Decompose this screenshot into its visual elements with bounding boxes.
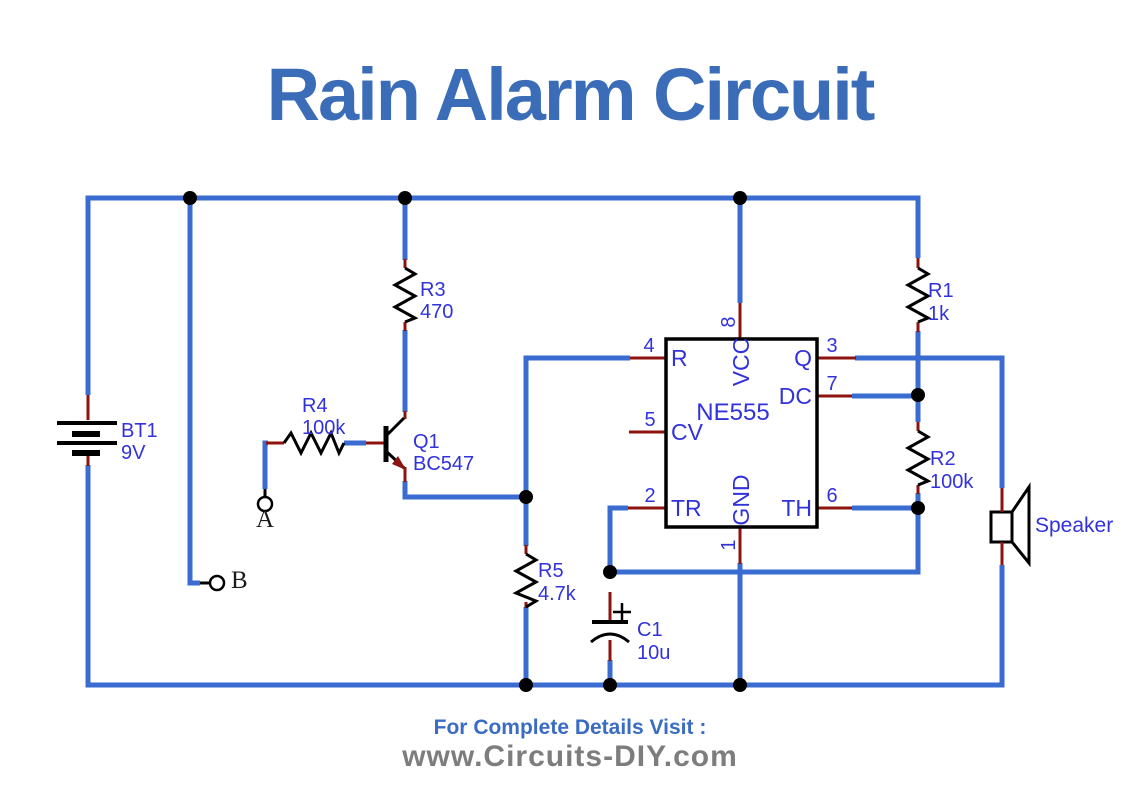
- page-title: Rain Alarm Circuit: [266, 53, 876, 136]
- wire-output-to-speaker: [855, 355, 1005, 488]
- c1-value-label: 10u: [637, 642, 670, 664]
- ic-pin-number-2: 2: [644, 485, 655, 507]
- ic-pin-number-3: 3: [826, 335, 837, 357]
- speaker-label: Speaker: [1035, 514, 1113, 537]
- wire-top-rail-and-sides: [85, 195, 921, 395]
- resistor-r2: [904, 429, 932, 487]
- q1-collector: [385, 416, 406, 437]
- battery-value-label: 9V: [121, 442, 146, 464]
- resistor-r4: [282, 429, 346, 457]
- r5-ref-label: R5: [538, 560, 564, 582]
- r4-value-label: 100k: [302, 417, 346, 439]
- wire-probe-b-branch: [187, 198, 200, 586]
- resistor-r1: [904, 266, 932, 324]
- ic-pin-label-tr: TR: [671, 495, 702, 521]
- probe-b: [200, 574, 226, 592]
- ic-pin-label-q: Q: [794, 345, 812, 371]
- ic-pin-number-8: 8: [718, 316, 740, 327]
- r2-value-label: 100k: [930, 471, 974, 493]
- ic-pin-label-r: R: [671, 345, 688, 371]
- ic-pin-number-7: 7: [826, 373, 837, 395]
- battery-ref-label: BT1: [121, 420, 158, 442]
- ic-pin-number-5: 5: [644, 409, 655, 431]
- footer-heading: For Complete Details Visit :: [433, 716, 707, 739]
- wire-probe-a-to-r4: [262, 440, 268, 489]
- probe-a-label: A: [256, 506, 274, 533]
- r3-value-label: 470: [420, 301, 453, 323]
- ic-pin-label-gnd: GND: [728, 474, 754, 525]
- probe-b-label: B: [231, 567, 248, 594]
- r1-ref-label: R1: [928, 280, 954, 302]
- q1-ref-label: Q1: [413, 431, 440, 453]
- ic-pin-number-6: 6: [826, 485, 837, 507]
- ic-pin-label-vcc: VCC: [728, 338, 754, 387]
- ic-pin-number-4: 4: [643, 335, 654, 357]
- wire-reset-pin4: [523, 355, 630, 497]
- ic-pin-label-cv: CV: [671, 419, 704, 445]
- transistor-q1: [383, 416, 406, 470]
- r1-value-label: 1k: [928, 303, 950, 325]
- r2-ref-label: R2: [930, 448, 956, 470]
- r5-value-label: 4.7k: [538, 583, 577, 605]
- ic-ne555-body: [664, 337, 819, 529]
- probe-b-terminal: [208, 574, 226, 592]
- r3-ref-label: R3: [420, 279, 446, 301]
- r4-ref-label: R4: [302, 395, 328, 417]
- ic-pin-label-dc: DC: [779, 383, 812, 409]
- footer-website: www.Circuits-DIY.com: [402, 740, 738, 773]
- ic-pin-number-1: 1: [718, 539, 740, 550]
- resistor-r5: [512, 552, 540, 609]
- probe-a-terminal: [256, 495, 274, 513]
- ic-name-label: NE555: [696, 399, 769, 426]
- c1-ref-label: C1: [637, 619, 663, 641]
- probe-a: [256, 489, 274, 513]
- wire-trigger-threshold-link: [610, 508, 921, 575]
- ic-pin-label-th: TH: [781, 495, 812, 521]
- capacitor-c1: [590, 603, 631, 644]
- battery-symbol: [57, 421, 117, 456]
- junction-dots: [183, 191, 925, 692]
- q1-emitter-arrow: [392, 456, 406, 470]
- resistor-r3: [391, 266, 419, 324]
- q1-value-label: BC547: [413, 453, 474, 475]
- wire-trigger-elbow: [607, 505, 628, 572]
- wire-emitter-to-junction: [402, 481, 526, 500]
- speaker-cone: [1010, 482, 1031, 568]
- c1-plus-sign: [613, 603, 631, 621]
- wire-bottom-rail: [85, 465, 1005, 688]
- speaker-symbol: [989, 482, 1031, 568]
- c1-bottom-plate: [590, 632, 630, 644]
- wires: [85, 195, 1005, 688]
- speaker-magnet-box: [989, 510, 1014, 544]
